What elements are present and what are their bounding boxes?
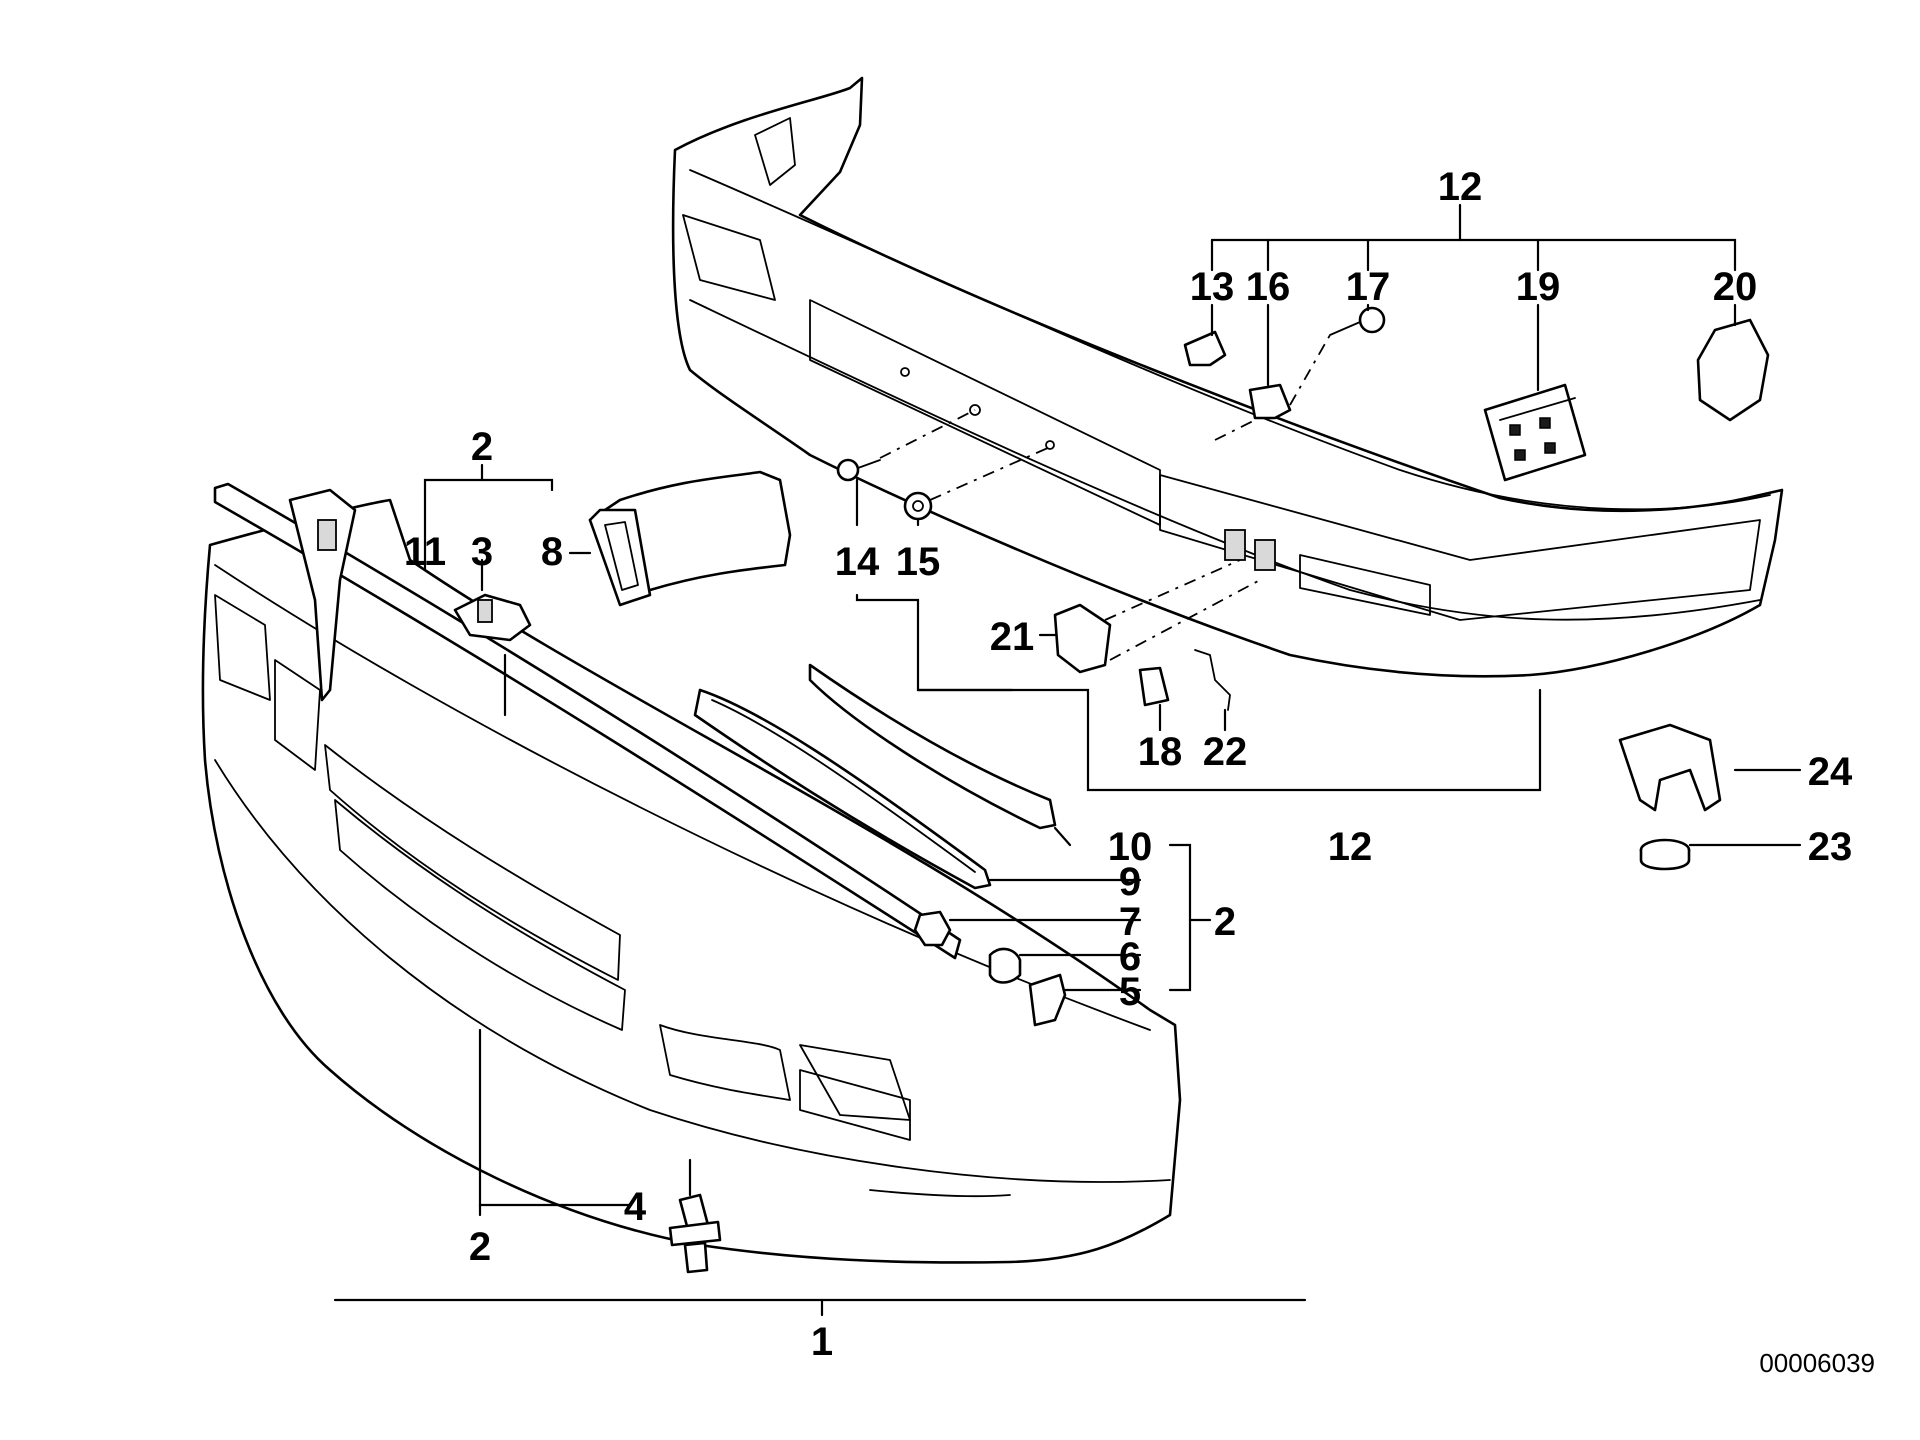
- part-15-nut: [903, 491, 933, 521]
- leader-lines: [333, 203, 1802, 1317]
- callout-1: 1: [811, 1320, 833, 1364]
- part-10-grille-cover: [808, 663, 1057, 830]
- lower-bumper-corner-slot: [869, 1189, 1011, 1198]
- part-6-nut: [988, 947, 1022, 984]
- upper-bumper-shell: [671, 76, 1784, 678]
- upper-bumper-top-edge: [689, 169, 1771, 511]
- callout-8: 8: [541, 530, 563, 574]
- part-24-angle-bracket: [1618, 723, 1722, 812]
- callout-2-bottom: 2: [469, 1225, 491, 1269]
- upper-bumper-right-vent: [1299, 554, 1431, 616]
- callout-18: 18: [1138, 730, 1183, 774]
- callout-11: 11: [404, 530, 446, 574]
- upper-bumper-slot-right: [1254, 539, 1276, 571]
- lower-bumper-lip: [214, 759, 1171, 1183]
- part-14-bolt: [836, 458, 881, 482]
- callout-12-upper: 12: [1438, 165, 1483, 209]
- part-17-screw: [1329, 306, 1386, 336]
- lower-bumper-right-vent-2: [799, 1069, 911, 1141]
- lower-bumper-grille-opening-lower: [334, 799, 626, 1031]
- callout-13: 13: [1190, 265, 1235, 309]
- upper-bumper-slot-left: [1224, 529, 1246, 561]
- callout-6: 6: [1119, 935, 1141, 979]
- part-11-upright-bracket: [288, 488, 357, 702]
- part-4-expanding-rivet: [668, 1193, 722, 1274]
- part-22-wire-clip: [1194, 649, 1231, 711]
- callout-20: 20: [1713, 265, 1758, 309]
- callout-23: 23: [1808, 825, 1853, 869]
- callout-17: 17: [1346, 265, 1391, 309]
- callout-12-lower: 12: [1328, 825, 1373, 869]
- lower-bumper-shell: [201, 498, 1182, 1264]
- callout-2-right: 2: [1214, 900, 1236, 944]
- lower-bumper-left-vent-upper: [214, 594, 271, 701]
- callout-15: 15: [896, 540, 941, 584]
- part-13-clip: [1183, 330, 1227, 367]
- upper-bumper-right-insert: [1159, 474, 1761, 621]
- upper-bumper-hole-2: [969, 404, 981, 416]
- part-3-tab: [477, 599, 493, 623]
- callout-19: 19: [1516, 265, 1561, 309]
- upper-bumper-inner-return: [754, 117, 796, 186]
- diagram-id-code: 00006039: [1759, 1348, 1875, 1378]
- part-20-corner-bracket: [1696, 318, 1770, 422]
- callout-24: 24: [1808, 750, 1853, 794]
- callout-7: 7: [1119, 900, 1141, 944]
- part-18-clip: [1138, 666, 1170, 707]
- callout-14: 14: [835, 540, 880, 584]
- callout-2-top: 2: [471, 425, 493, 469]
- upper-bumper-assembly: [671, 76, 1784, 678]
- callout-10: 10: [1108, 825, 1153, 869]
- part-9-grille-inner: [711, 699, 976, 873]
- callout-9: 9: [1119, 860, 1141, 904]
- upper-bumper-hole-1: [900, 367, 910, 377]
- callout-5: 5: [1119, 970, 1141, 1014]
- part-15-nut-hole: [912, 500, 924, 512]
- assembly-lines: [879, 334, 1331, 661]
- callout-22: 22: [1203, 730, 1248, 774]
- lower-bumper-left-vent-lower: [274, 659, 321, 771]
- part-7-push-nut: [913, 910, 952, 947]
- callout-labels: 12 13 16 17 19 20 2 11 3 8 14 15 21 18 2…: [404, 165, 1853, 1364]
- lower-bumper-grille-opening-upper: [324, 744, 621, 981]
- part-19-mounting-plate: [1483, 383, 1587, 482]
- part-5-bracket: [1028, 973, 1067, 1027]
- callout-3: 3: [471, 530, 493, 574]
- callout-16: 16: [1246, 265, 1291, 309]
- upper-bumper-hole-3: [1045, 440, 1055, 450]
- callout-4: 4: [624, 1185, 647, 1229]
- part-9-grille-frame: [693, 688, 992, 890]
- upper-bumper-left-corner-recess: [682, 214, 776, 301]
- part-11-bracket-clip: [317, 519, 337, 551]
- callout-21: 21: [990, 615, 1035, 659]
- part-8-air-duct: [588, 470, 792, 607]
- part-16-clip-nut: [1248, 383, 1292, 420]
- lower-bumper-fog-recess: [659, 1024, 791, 1101]
- part-21-block: [1053, 603, 1112, 674]
- part-23-rubber-buffer: [1639, 838, 1691, 871]
